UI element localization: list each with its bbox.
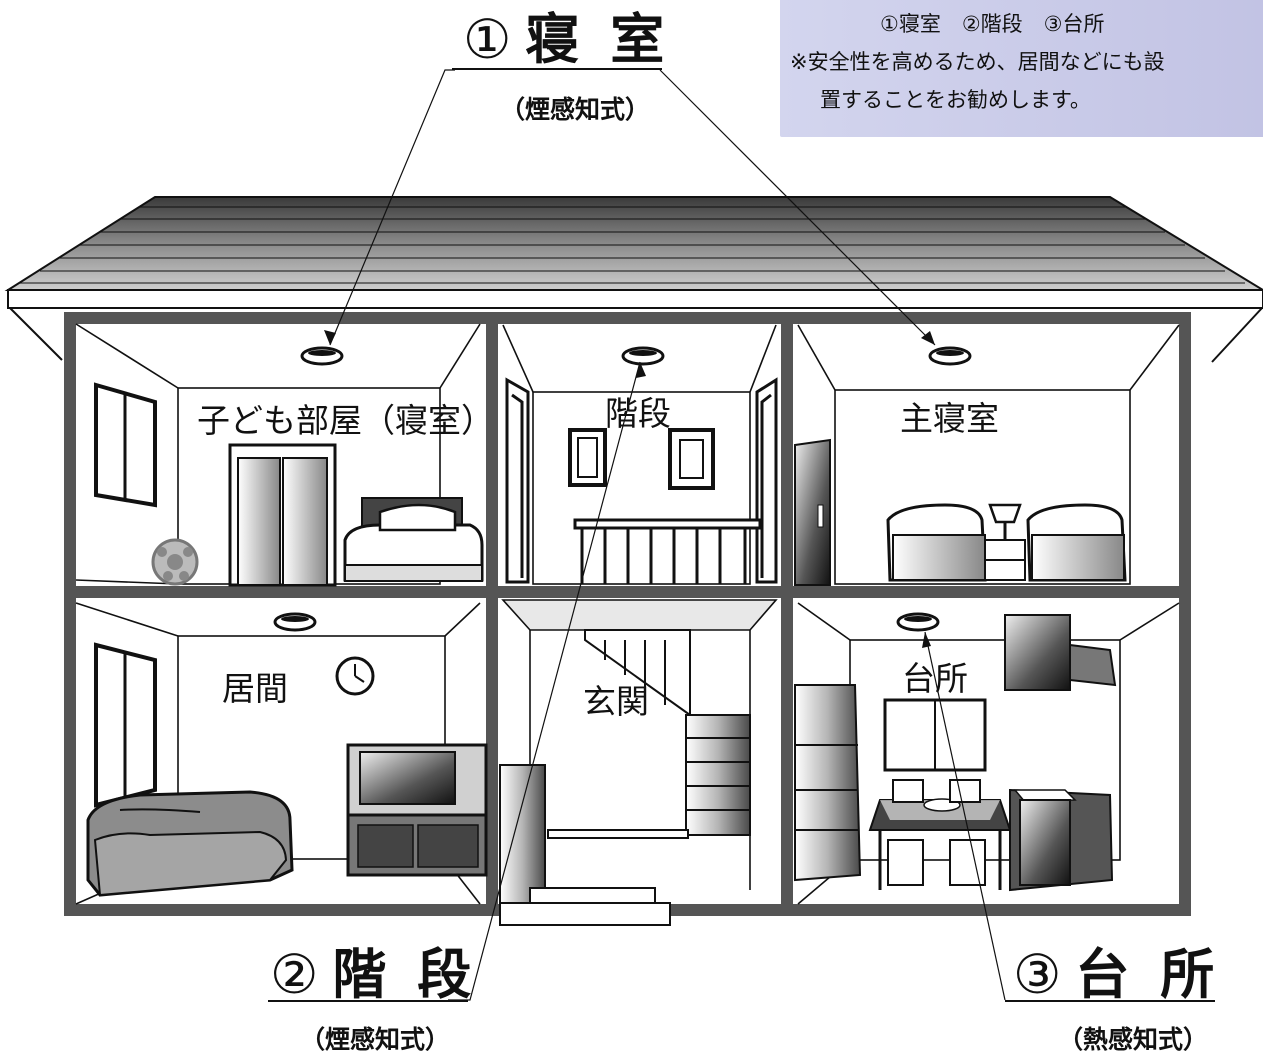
callout-stairs-number: ② — [270, 943, 325, 1006]
callout-bedroom-type: （煙感知式） — [500, 95, 651, 124]
detector-master-bedroom — [928, 346, 972, 366]
dining-table — [868, 779, 1012, 890]
stairs-railing — [573, 518, 762, 584]
callout-kitchen-number: ③ — [1013, 943, 1068, 1006]
room-label-entrance: 玄関 — [583, 682, 649, 721]
callout-bedroom-label: 寝 室 — [525, 8, 671, 71]
room-label-kitchen: 台所 — [902, 659, 968, 698]
detector-living — [273, 612, 317, 632]
detector-kitchen — [896, 612, 940, 632]
tv — [346, 743, 488, 877]
master-beds — [886, 503, 1127, 582]
soccer-ball — [151, 538, 199, 586]
detector-kids-room — [300, 346, 344, 366]
callout-bedroom-underline — [452, 68, 662, 70]
sofa — [86, 790, 294, 897]
callout-bedroom-number: ① — [463, 8, 518, 71]
master-door — [794, 438, 831, 586]
recommendation-line-1: ①寝室 ②階段 ③台所 — [880, 12, 1105, 36]
detector-stairs — [621, 346, 665, 366]
leader-arrowheads — [324, 330, 935, 648]
recommendation-line-3: 置することをお勧めします。 — [820, 88, 1091, 112]
living-window — [94, 642, 157, 808]
callout-kitchen-type: （熱感知式） — [1058, 1025, 1209, 1054]
kids-window — [94, 382, 157, 508]
callout-stairs-type: （煙感知式） — [300, 1025, 451, 1054]
callout-kitchen-label: 台 所 — [1075, 943, 1221, 1006]
roof — [4, 196, 1263, 363]
kids-closet — [228, 443, 337, 587]
entrance-steps — [499, 764, 689, 926]
master-bedroom-walls — [797, 324, 1180, 585]
stairs-upper-walls — [502, 324, 777, 585]
room-label-living: 居間 — [222, 669, 288, 708]
callout-stairs-underline — [268, 1000, 468, 1002]
stairs-pictures — [568, 428, 715, 490]
callout-kitchen-underline — [1005, 1000, 1215, 1002]
entrance-walls — [501, 599, 778, 900]
room-label-kids-room: 子ども部屋（寝室） — [197, 401, 494, 440]
refrigerator — [794, 684, 862, 882]
callout-stairs-label: 階 段 — [332, 943, 478, 1006]
clock — [335, 656, 375, 696]
kitchen-counter — [1009, 788, 1114, 892]
room-label-stairs: 階段 — [605, 394, 671, 433]
kitchen-window — [883, 698, 987, 772]
stairs-upper-doors — [505, 377, 778, 584]
recommendation-line-2: ※安全性を高めるため、居間などにも設 — [790, 50, 1165, 74]
range-hood — [1004, 614, 1117, 691]
room-label-master-bedroom: 主寝室 — [900, 399, 999, 438]
recommendation-box: ①寝室 ②階段 ③台所 ※安全性を高めるため、居間などにも設 置することをお勧め… — [780, 0, 1263, 137]
kids-bed — [343, 497, 484, 582]
entrance-stairs — [584, 629, 751, 836]
